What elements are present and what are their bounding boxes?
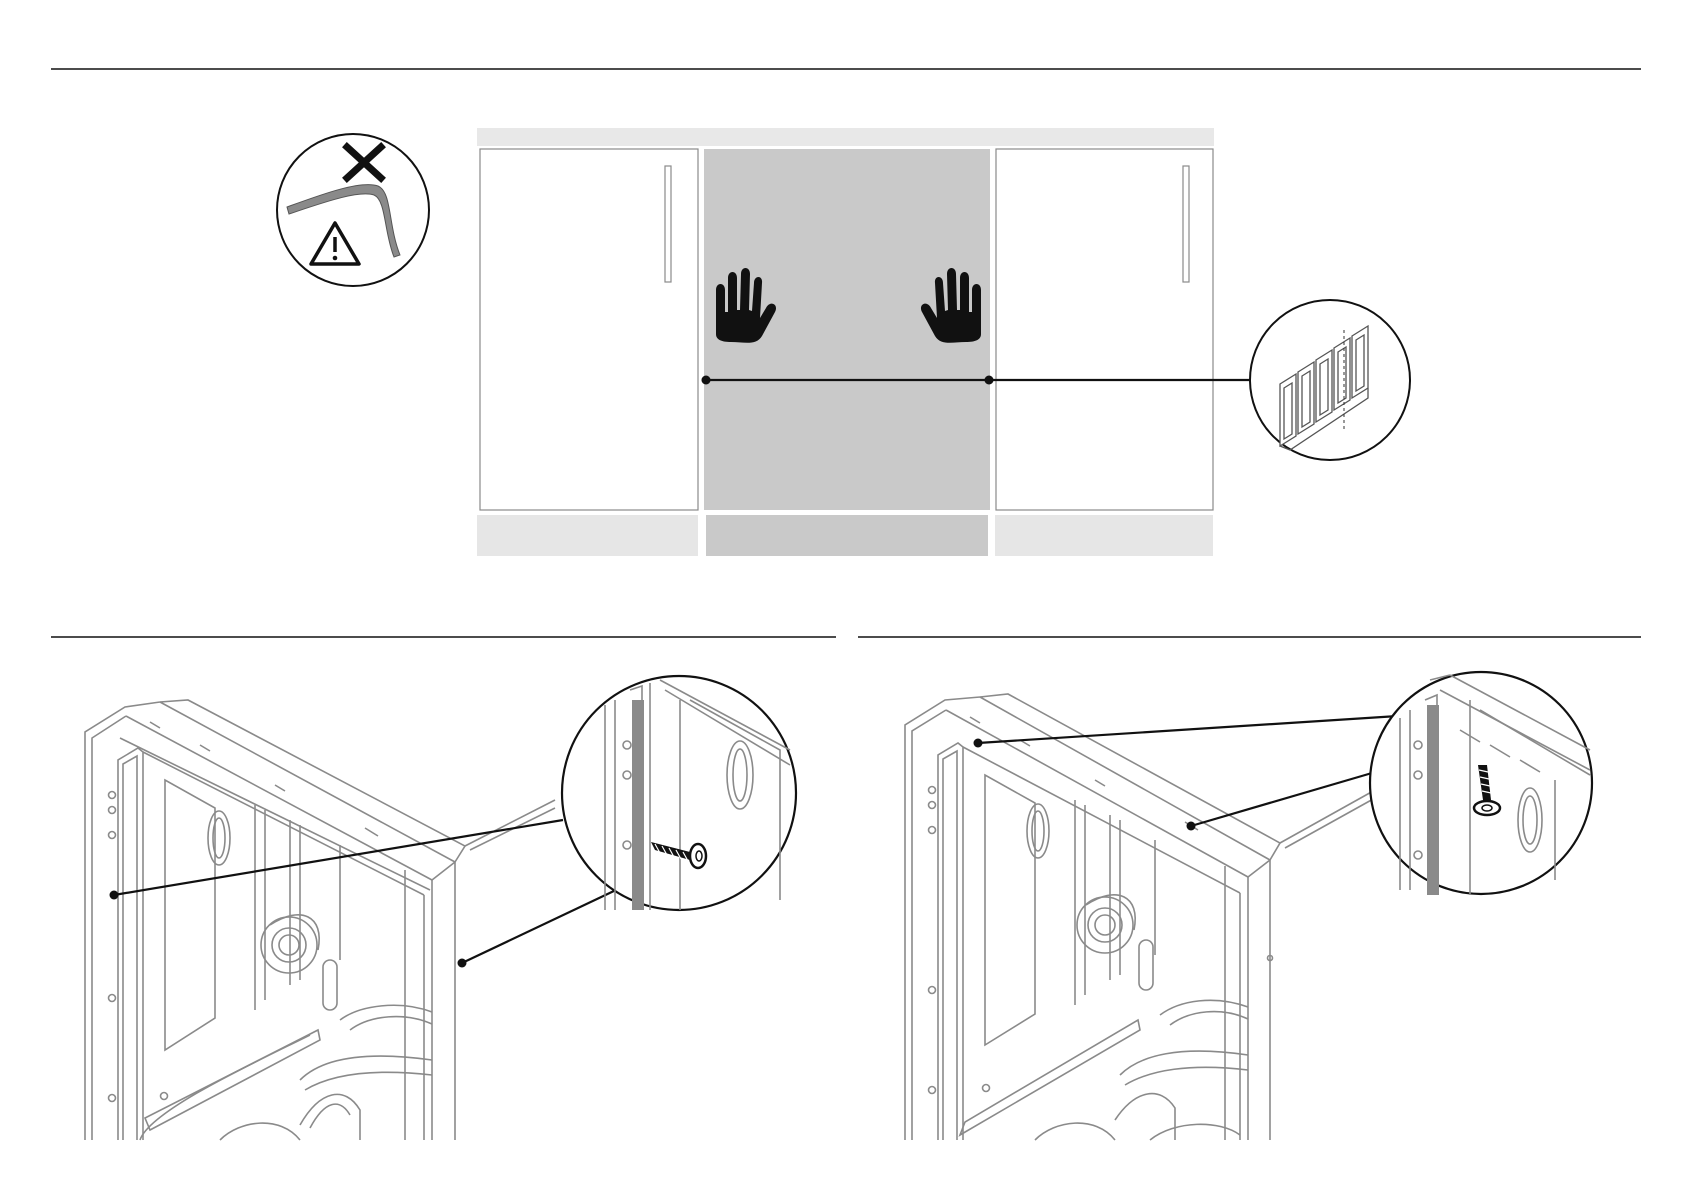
left-cabinet-handle [665, 166, 671, 282]
dishwasher-side-view [85, 700, 555, 1140]
right-plinth [995, 515, 1213, 556]
right-cabinet-door [996, 149, 1213, 510]
left-plinth [477, 515, 698, 556]
panel-spacer-detail-icon [1250, 300, 1410, 460]
kitchen-elevation [477, 128, 1253, 556]
side-screw-icon [562, 676, 796, 910]
leader-dot-right [985, 376, 994, 385]
dishwasher-top-view [905, 694, 1375, 1140]
countertop [477, 128, 1214, 146]
top-screw-icon [1370, 672, 1592, 895]
no-bend-warning [277, 134, 429, 286]
leader-dot-left [702, 376, 711, 385]
right-cabinet-handle [1183, 166, 1189, 282]
center-plinth [706, 515, 988, 556]
